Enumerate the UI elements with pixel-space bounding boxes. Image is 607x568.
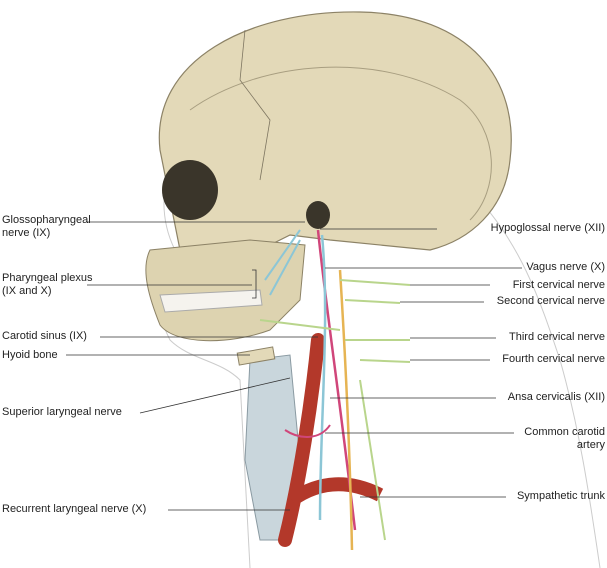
glossopharyngeal-nerve [264, 229, 301, 296]
cranium [158, 11, 512, 261]
label-line: Pharyngeal plexus [2, 272, 93, 284]
sympathetic-trunk [338, 269, 354, 551]
label-second-cervical: Second cervical nerve [496, 295, 605, 307]
label-hypoglossal: Hypoglossal nerve (XII) [490, 222, 605, 234]
mandible [145, 239, 306, 342]
label-line: Common carotid [524, 426, 605, 438]
label-line: (IX and X) [2, 285, 52, 297]
label-vagus: Vagus nerve (X) [526, 261, 605, 273]
label-superior-laryngeal: Superior laryngeal nerve [2, 406, 122, 418]
label-hyoid-bone: Hyoid bone [2, 349, 58, 361]
subclavian-artery [287, 477, 384, 506]
label-third-cervical: Third cervical nerve [509, 331, 605, 343]
ansa-cervicalis [284, 424, 331, 438]
label-line: Glossopharyngeal [2, 214, 91, 226]
label-ansa-cervicalis: Ansa cervicalis (XII) [507, 391, 605, 403]
temporal-line [189, 66, 492, 221]
neck-outline [469, 189, 601, 568]
common-carotid-artery [278, 333, 325, 547]
label-recurrent-laryngeal: Recurrent laryngeal nerve (X) [2, 503, 147, 515]
label-sympathetic-trunk: Sympathetic trunk [516, 490, 605, 502]
orbit [162, 160, 218, 220]
vagus-nerve [318, 234, 327, 521]
label-carotid-sinus: Carotid sinus (IX) [2, 330, 87, 342]
label-line: nerve (IX) [2, 227, 51, 239]
teeth [159, 289, 263, 313]
label-line: artery [576, 439, 605, 451]
ear-canal [306, 201, 330, 229]
label-pharyngeal-plexus: Pharyngeal plexus(IX and X) [2, 272, 93, 298]
coronal-suture [239, 29, 271, 181]
label-first-cervical: First cervical nerve [512, 279, 605, 291]
label-fourth-cervical: Fourth cervical nerve [502, 353, 605, 365]
cervical-nerves [259, 279, 411, 541]
hyoid-bone [236, 346, 276, 366]
leader-lines [66, 221, 522, 511]
